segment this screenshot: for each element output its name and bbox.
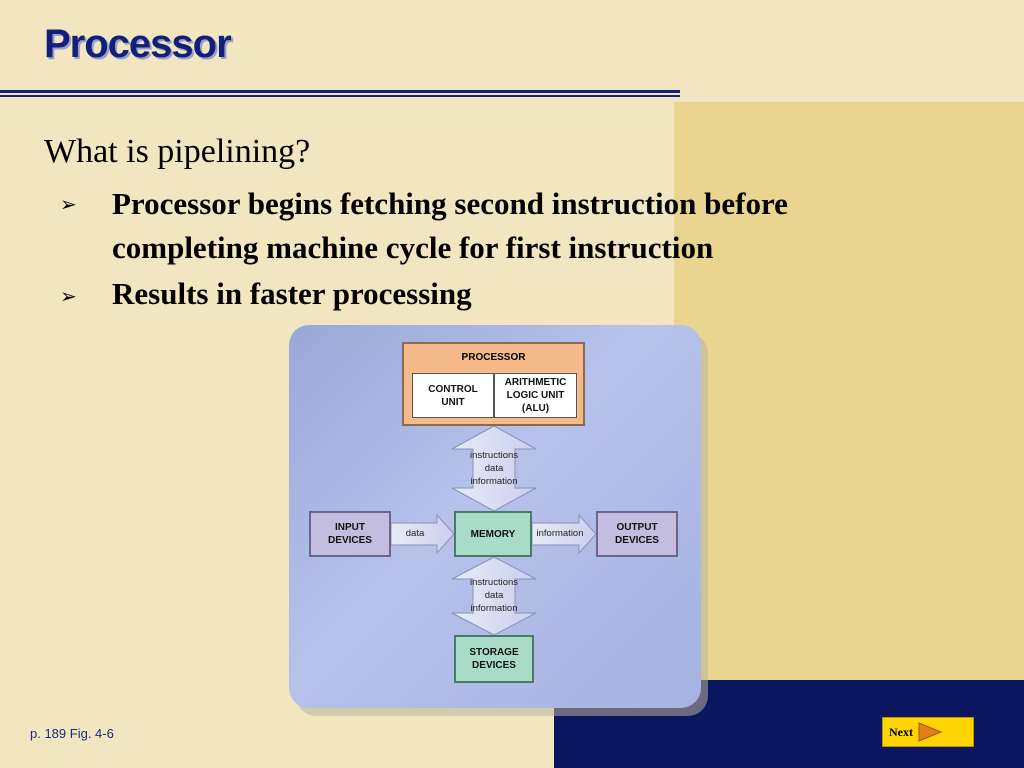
- storage-devices-box: STORAGE DEVICES: [454, 635, 534, 683]
- alu-line1: ARITHMETIC: [504, 377, 567, 388]
- storage-line1: STORAGE: [469, 647, 519, 658]
- right-flow-label: information: [536, 528, 584, 539]
- bullet-arrow-icon: ➢: [60, 192, 77, 216]
- flow-arrows: [390, 425, 597, 636]
- lower-flow-line2: data: [484, 590, 504, 601]
- next-button[interactable]: Next: [882, 717, 974, 747]
- processor-label: PROCESSOR: [461, 352, 526, 363]
- bullet-2: Results in faster processing: [112, 276, 472, 311]
- alu-line2: LOGIC UNIT (ALU): [506, 390, 565, 414]
- lower-flow-line1: instructions: [469, 577, 519, 588]
- upper-flow-label: instructions data information: [459, 449, 529, 488]
- input-arrow: [390, 513, 455, 555]
- bullet-arrow-icon: ➢: [60, 284, 77, 308]
- alu-box: ARITHMETIC LOGIC UNIT (ALU): [494, 373, 577, 418]
- figure-caption: p. 189 Fig. 4-6: [30, 726, 114, 741]
- bullet-1: Processor begins fetching second instruc…: [112, 186, 788, 265]
- control-unit-line2: UNIT: [441, 396, 465, 408]
- left-flow-label: data: [405, 528, 425, 539]
- gold-panel: [674, 102, 1024, 768]
- upper-flow-line1: instructions: [469, 450, 519, 461]
- lower-flow-label: instructions data information: [459, 576, 529, 615]
- title-rule-thin: [0, 95, 680, 97]
- play-arrow-icon: [918, 722, 943, 742]
- next-button-label: Next: [889, 725, 913, 739]
- control-unit-line1: CONTROL: [428, 383, 478, 395]
- lower-flow-line3: information: [470, 603, 518, 614]
- slide-title: Processor: [44, 22, 232, 66]
- slide-heading: What is pipelining?: [44, 133, 311, 170]
- title-rule: [0, 90, 680, 93]
- output-arrow: [531, 513, 597, 555]
- input-devices-box: INPUT DEVICES: [309, 511, 391, 557]
- upper-flow-line3: information: [470, 476, 518, 487]
- input-line1: INPUT: [335, 522, 365, 533]
- output-line1: OUTPUT: [616, 522, 658, 533]
- memory-box: MEMORY: [454, 511, 532, 557]
- output-devices-box: OUTPUT DEVICES: [596, 511, 678, 557]
- storage-line2: DEVICES: [472, 660, 516, 671]
- output-line2: DEVICES: [615, 535, 659, 546]
- upper-flow-line2: data: [484, 463, 504, 474]
- input-line2: DEVICES: [328, 535, 372, 546]
